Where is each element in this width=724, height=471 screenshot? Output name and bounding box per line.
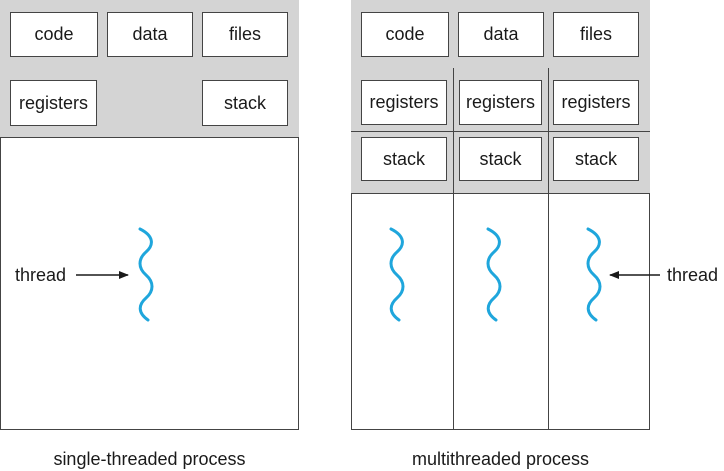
thread-2-stack-box: stack: [459, 137, 542, 181]
multi-thread-label: thread: [667, 265, 719, 285]
single-thread-label: thread: [15, 265, 67, 285]
single-thread-wavy-line-icon: [138, 227, 154, 322]
multi-thread-divider-2: [548, 68, 549, 430]
single-registers-box: registers: [10, 80, 97, 126]
thread-3-stack-box: stack: [553, 137, 639, 181]
thread-2-wavy-line-icon: [486, 227, 502, 322]
single-files-box: files: [202, 12, 288, 57]
thread-3-wavy-line-icon: [586, 227, 602, 322]
multi-files-box: files: [553, 12, 639, 57]
thread-2-registers-box: registers: [459, 80, 542, 125]
single-code-box: code: [10, 12, 98, 57]
thread-1-stack-box: stack: [361, 137, 447, 181]
thread-3-registers-box: registers: [553, 80, 639, 125]
multi-code-box: code: [361, 12, 449, 57]
multi-data-box: data: [458, 12, 544, 57]
multi-registers-stack-divider: [351, 131, 650, 132]
single-data-box: data: [107, 12, 193, 57]
multi-thread-divider-1: [453, 68, 454, 430]
thread-1-registers-box: registers: [361, 80, 447, 125]
single-stack-box: stack: [202, 80, 288, 126]
single-caption: single-threaded process: [53, 449, 246, 469]
multi-caption: multithreaded process: [411, 449, 590, 469]
thread-1-wavy-line-icon: [389, 227, 405, 322]
